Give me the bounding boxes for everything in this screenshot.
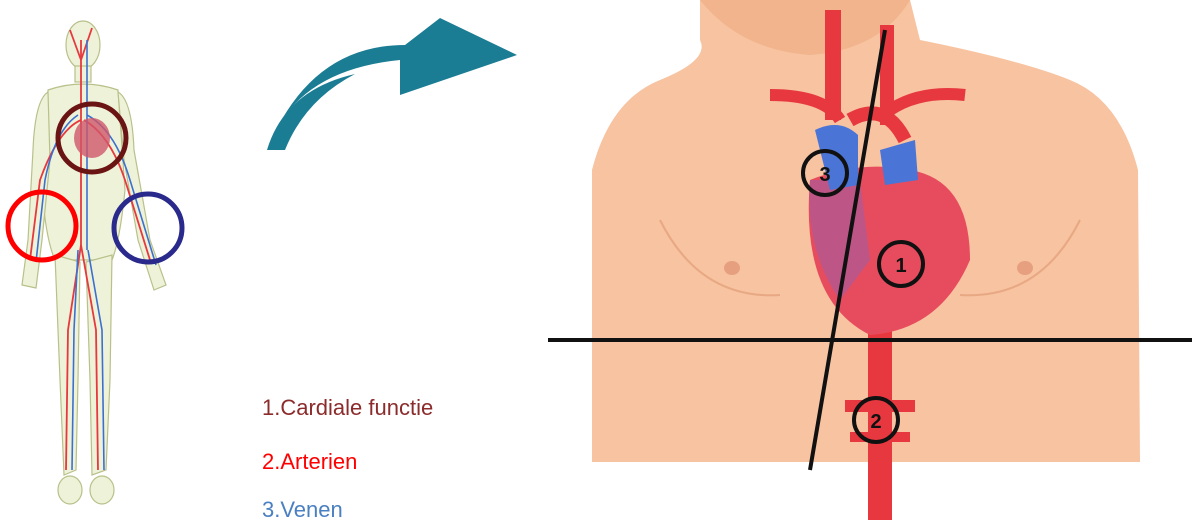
marker-1-label: 1 <box>895 255 906 277</box>
chest-heart-diagram: 3 1 2 <box>540 0 1192 520</box>
legend-item-cardiale-functie: 1.Cardiale functie <box>262 395 433 421</box>
marker-2-label: 2 <box>870 411 881 433</box>
marker-3-label: 3 <box>819 164 830 186</box>
curved-arrow-icon <box>255 0 535 200</box>
legend-item-venen: 3.Venen <box>262 497 343 523</box>
circulatory-system-figure <box>0 0 200 520</box>
legend-item-arterien: 2.Arterien <box>262 449 357 475</box>
heart <box>74 118 110 158</box>
